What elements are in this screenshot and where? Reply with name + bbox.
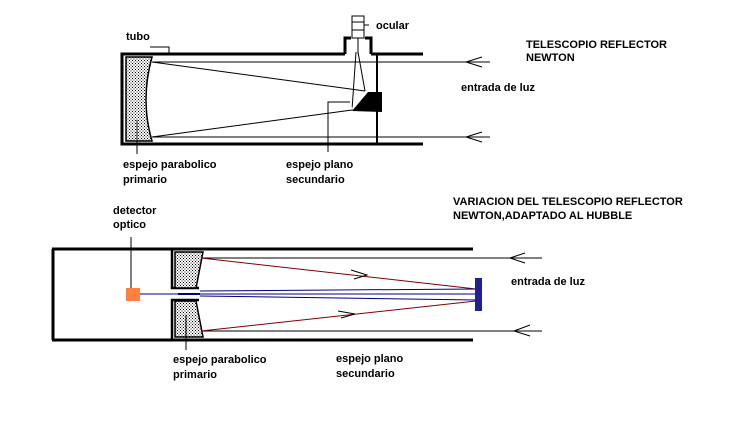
reflected-rays (200, 257, 477, 332)
primary-mirror (170, 249, 204, 340)
primary-mirror (125, 56, 154, 142)
incoming-rays (152, 56, 490, 143)
focused-rays (140, 288, 477, 301)
top-title-line2: NEWTON (526, 52, 575, 64)
label-primary-line1-top: espejo parabolico (123, 159, 217, 171)
hubble-telescope (51, 237, 542, 350)
label-secondary-line1-top: espejo plano (286, 159, 354, 171)
secondary-mirror (350, 92, 382, 112)
label-detector-line1: detector (113, 205, 157, 217)
label-secondary-line2-top: secundario (286, 174, 345, 186)
eyepiece (343, 15, 373, 54)
label-primary-line2-bottom: primario (173, 369, 217, 381)
label-eyepiece: ocular (376, 20, 410, 32)
label-detector-line2: optico (113, 219, 146, 231)
secondary-mirror (475, 278, 482, 311)
optical-detector (126, 288, 140, 301)
bottom-title-line2: NEWTON,ADAPTADO AL HUBBLE (453, 210, 632, 222)
top-title-line1: TELESCOPIO REFLECTOR (526, 39, 667, 51)
tube-pointer (150, 46, 170, 53)
label-secondary-line2-bottom: secundario (336, 368, 395, 380)
reflected-rays (151, 51, 366, 138)
label-light-entry-top: entrada de luz (461, 82, 535, 94)
label-light-entry-bottom: entrada de luz (511, 276, 585, 288)
newton-telescope (120, 15, 490, 154)
label-primary-line1-bottom: espejo parabolico (173, 354, 267, 366)
label-tube: tubo (126, 31, 150, 43)
label-secondary-line1-bottom: espejo plano (336, 353, 404, 365)
tube (51, 247, 473, 342)
label-primary-line2-top: primario (123, 174, 167, 186)
bottom-title-line1: VARIACION DEL TELESCOPIO REFLECTOR (453, 196, 683, 208)
incoming-rays (201, 252, 542, 337)
secondary-pointer (327, 101, 350, 152)
